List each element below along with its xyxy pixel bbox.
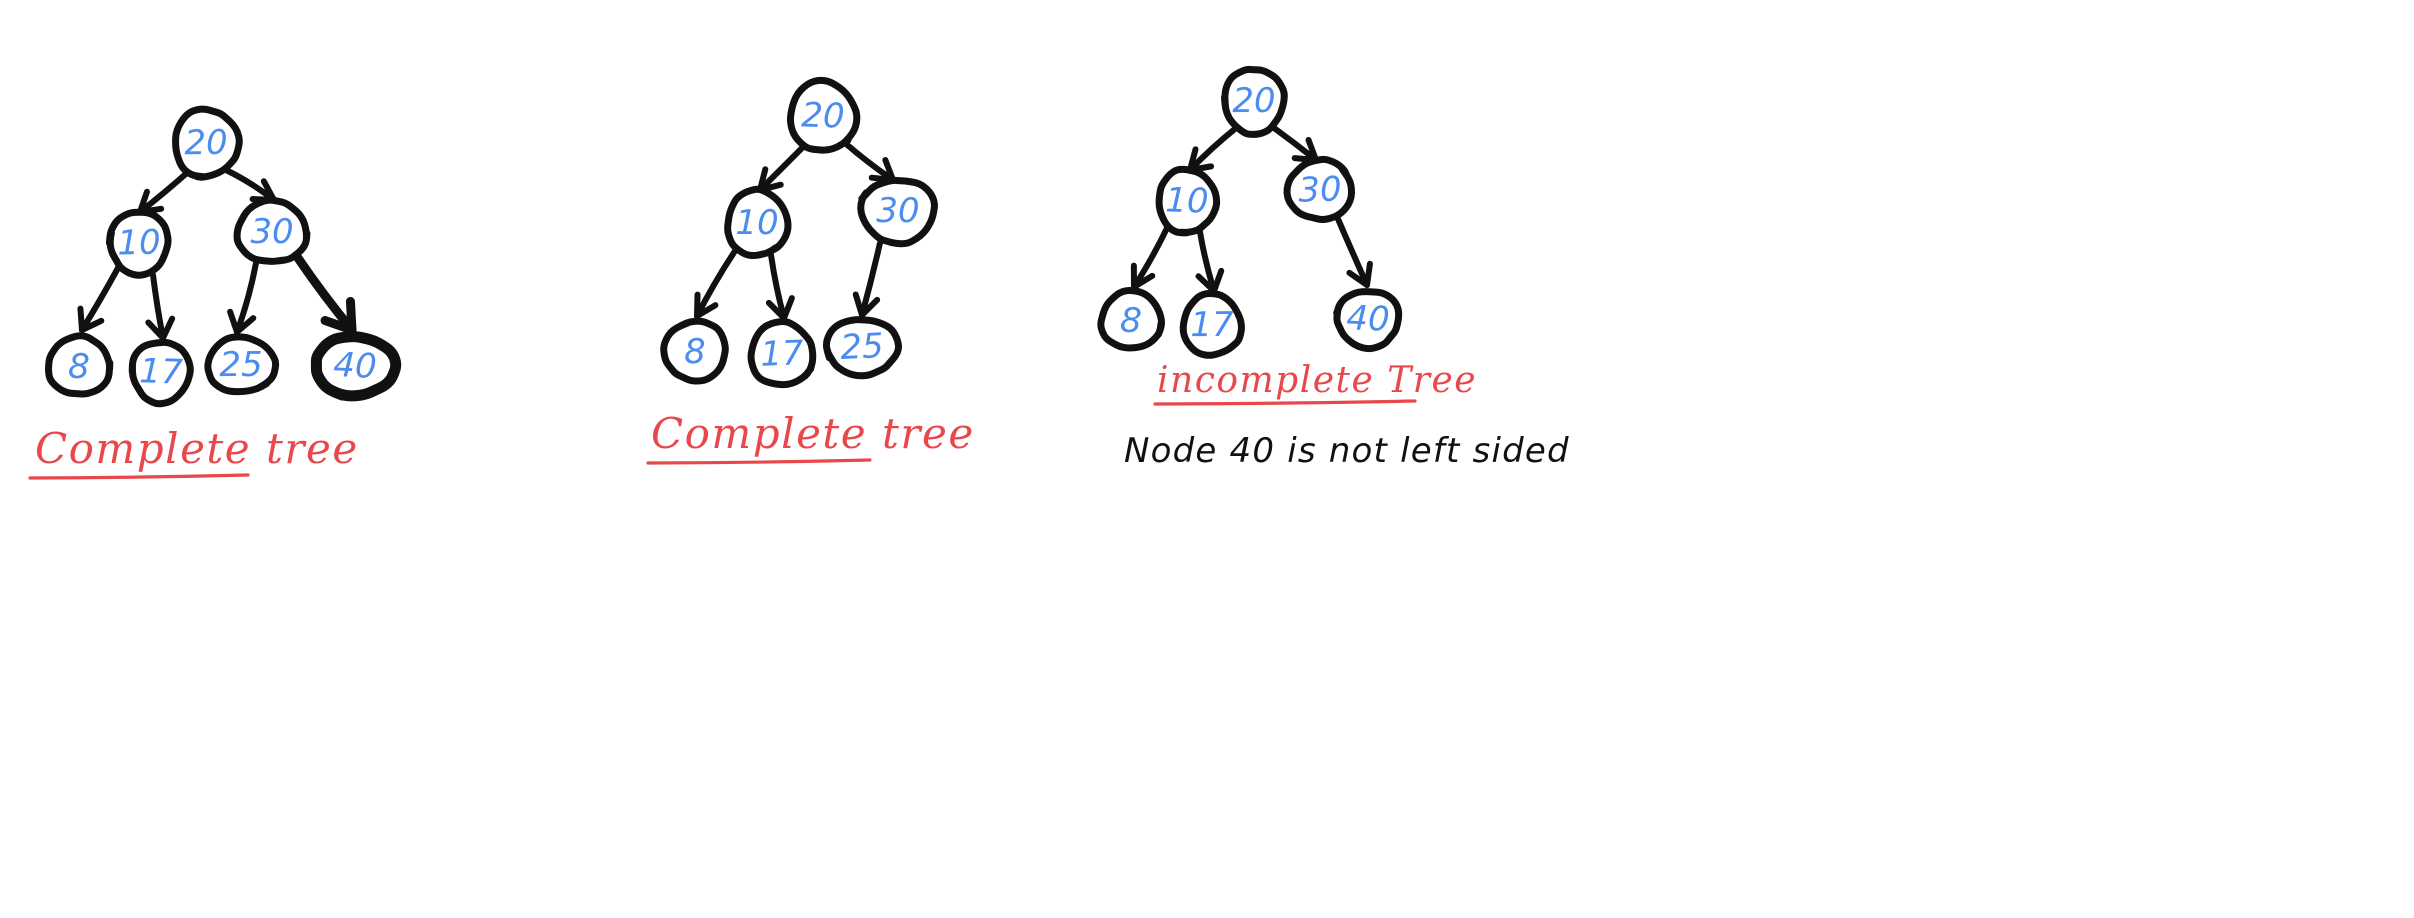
- node-value-label: 8: [68, 347, 91, 388]
- node-value-label: 25: [219, 345, 263, 385]
- tree-node-30[interactable]: 30: [233, 196, 311, 265]
- tree-node-17[interactable]: 17: [747, 318, 817, 389]
- node-value-label: 17: [1190, 305, 1234, 345]
- edge-t1-30-to-t1-40: [293, 253, 357, 335]
- edge-t3-20-to-t3-10: [1187, 125, 1239, 173]
- tree-node-17[interactable]: 17: [1179, 290, 1245, 359]
- tree-nodes-tree-1: 20 10 30 8 17 25 40: [45, 105, 402, 408]
- node-value-label: 30: [876, 191, 920, 231]
- node-circle-icon: [105, 208, 172, 279]
- caption-text: incomplete Tree: [1157, 360, 1477, 401]
- node-value-label: 17: [760, 333, 805, 375]
- tree-nodes-tree-3: 20 10 30 8 17 40: [1097, 65, 1403, 359]
- node-value-label: 40: [332, 345, 377, 387]
- node-circle-icon: [310, 331, 402, 402]
- node-circle-icon: [233, 196, 311, 265]
- caption-underline: [646, 458, 872, 465]
- node-circle-icon: [1155, 165, 1221, 237]
- node-circle-icon: [1333, 288, 1403, 353]
- tree-node-10[interactable]: 10: [724, 185, 792, 260]
- tree-node-40[interactable]: 40: [1333, 288, 1403, 353]
- node-value-label: 40: [1346, 298, 1391, 340]
- node-circle-icon: [128, 338, 194, 408]
- tree-node-8[interactable]: 8: [660, 317, 729, 385]
- caption-text: Complete tree: [35, 424, 359, 473]
- node-circle-icon: [172, 105, 243, 181]
- tree-node-8[interactable]: 8: [1097, 286, 1165, 352]
- edge-t1-30-to-t1-25: [227, 260, 259, 335]
- edge-t3-10-to-t3-17: [1195, 229, 1225, 294]
- edge-t2-10-to-t2-17: [765, 252, 795, 321]
- caption-text: Complete tree: [651, 409, 975, 458]
- edge-t1-20-to-t1-10: [137, 169, 191, 215]
- tree-node-20[interactable]: 20: [172, 105, 243, 181]
- node-value-label: 8: [684, 332, 706, 372]
- edge-t2-10-to-t2-8: [694, 245, 740, 319]
- node-value-label: 8: [1119, 301, 1142, 342]
- caption-tree1: Complete tree: [28, 424, 359, 480]
- node-circle-icon: [857, 176, 938, 248]
- node-value-label: 30: [250, 212, 293, 252]
- node-value-label: 25: [839, 326, 884, 368]
- edge-t3-20-to-t3-30: [1271, 125, 1319, 163]
- tree-edges-tree-3: [1130, 125, 1373, 294]
- tree-node-8[interactable]: 8: [45, 332, 114, 398]
- node-value-label: 10: [735, 203, 778, 243]
- node-circle-icon: [204, 333, 280, 396]
- tree-edges-tree-2: [694, 140, 896, 321]
- caption-underline: [28, 473, 250, 480]
- caption-tree3: incomplete Tree: [1153, 360, 1477, 406]
- tree-node-30[interactable]: 30: [857, 176, 938, 248]
- tree3-annotation-text: Node 40 is not left sided: [1124, 431, 1570, 471]
- node-value-label: 10: [117, 223, 161, 264]
- tree-node-20[interactable]: 20: [1221, 65, 1288, 138]
- node-circle-icon: [660, 317, 729, 385]
- edge-t3-30-to-t3-40: [1335, 216, 1373, 288]
- edge-t1-20-to-t1-30: [223, 167, 277, 203]
- tree-node-17[interactable]: 17: [128, 338, 194, 408]
- node-value-label: 20: [1232, 81, 1276, 121]
- node-circle-icon: [1097, 286, 1165, 352]
- tree-node-25[interactable]: 25: [822, 316, 903, 380]
- node-value-label: 30: [1298, 169, 1343, 210]
- edge-t2-20-to-t2-30: [842, 140, 896, 183]
- node-circle-icon: [822, 316, 903, 380]
- edge-t1-10-to-t1-8: [77, 265, 121, 333]
- edge-t3-10-to-t3-8: [1130, 223, 1171, 290]
- tree-nodes-tree-2: 20 10 30 8 17 25: [660, 76, 938, 389]
- tree-node-20[interactable]: 20: [787, 76, 861, 154]
- tree-node-25[interactable]: 25: [204, 333, 280, 396]
- node-value-label: 17: [139, 351, 184, 392]
- node-circle-icon: [1221, 65, 1288, 138]
- captions-layer: Complete tree Complete tree incomplete Tre…: [28, 360, 1570, 480]
- node-circle-icon: [1283, 155, 1356, 224]
- caption-tree2: Complete tree: [646, 409, 975, 465]
- edge-t2-30-to-t2-25: [852, 240, 883, 318]
- node-value-label: 10: [1165, 180, 1209, 221]
- node-circle-icon: [787, 76, 861, 154]
- tree-node-10[interactable]: 10: [105, 208, 172, 279]
- node-value-label: 20: [801, 95, 845, 136]
- edge-t1-10-to-t1-17: [145, 272, 176, 341]
- node-circle-icon: [747, 318, 817, 389]
- tree-node-40-emphasized[interactable]: 40: [310, 331, 402, 402]
- edge-t2-20-to-t2-10: [757, 144, 806, 193]
- node-circle-icon: [1179, 290, 1245, 359]
- node-value-label: 20: [184, 123, 228, 163]
- caption-underline: [1153, 399, 1417, 406]
- node-circle-icon: [45, 332, 114, 398]
- tree-node-10[interactable]: 10: [1155, 165, 1221, 237]
- tree-node-30[interactable]: 30: [1283, 155, 1356, 224]
- node-circle-icon: [724, 185, 792, 260]
- nodes-layer: 20 10 30 8 17 25 40 20 10 30 8 17 25 20 10 30 8 17 40: [45, 65, 1403, 408]
